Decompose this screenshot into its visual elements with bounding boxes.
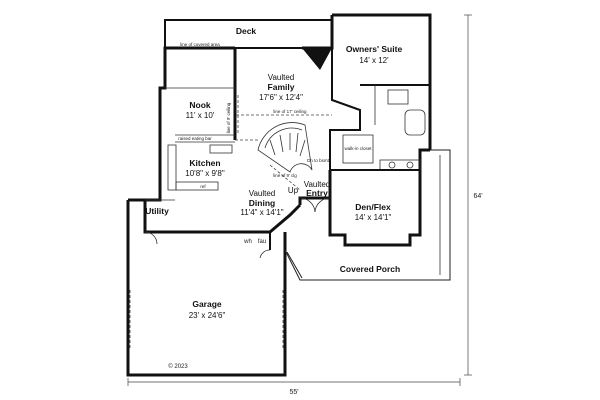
ceiling-lines xyxy=(235,95,332,191)
ref-note: ref xyxy=(200,184,206,189)
raised-bar-note: raised eating bar xyxy=(178,136,212,141)
width-dimension: 55' xyxy=(289,389,298,396)
nook-name: Nook xyxy=(189,100,211,110)
covered-porch-outline xyxy=(284,149,451,281)
dimension-lines xyxy=(127,14,472,386)
garage-dim: 23' x 24'6" xyxy=(189,311,226,320)
wh-note: wh xyxy=(243,239,252,245)
garage-name: Garage xyxy=(192,299,222,309)
ceiling-9-dining-note: line of 9' clg xyxy=(273,173,297,178)
nook-dim: 11' x 10' xyxy=(186,111,215,120)
dining-name: Dining xyxy=(249,198,275,208)
dining-prefix: Vaulted xyxy=(249,189,276,198)
spiral-stair xyxy=(257,122,313,173)
family-dim: 17'6" x 12'4" xyxy=(259,93,303,102)
depth-dimension: 64' xyxy=(473,193,482,200)
den-name: Den/Flex xyxy=(355,202,391,212)
doors xyxy=(144,197,331,259)
dn-note: Dn to bsmt xyxy=(307,158,330,163)
entry-name: Entry xyxy=(306,188,328,198)
kitchen-dim: 10'8" x 9'8" xyxy=(185,169,225,178)
ceiling-9-left-note: line of 9' ceiling xyxy=(226,102,231,133)
den-dim: 14' x 14'1" xyxy=(355,213,392,222)
copyright-note: © 2023 xyxy=(168,363,188,370)
dining-dim: 11'4" x 14'1" xyxy=(240,208,283,217)
walk-in-closet-note: walk-in closet xyxy=(344,146,372,151)
covered-porch-name: Covered Porch xyxy=(340,264,400,274)
exterior-walls xyxy=(126,13,432,377)
owners-suite-dim: 14' x 12' xyxy=(359,56,389,65)
entry-prefix: Vaulted xyxy=(304,180,331,189)
family-prefix: Vaulted xyxy=(268,73,295,82)
owners-suite-name: Owners' Suite xyxy=(346,44,403,54)
family-name: Family xyxy=(268,82,295,92)
garage-details xyxy=(129,290,284,350)
utility-name: Utility xyxy=(145,206,169,216)
kitchen-name: Kitchen xyxy=(189,158,220,168)
deck-label: Deck xyxy=(236,26,257,36)
covered-area-note: line of covered area xyxy=(180,42,220,47)
up-note: Up xyxy=(288,186,299,195)
ceiling-17-note: line of 17' ceiling xyxy=(273,109,307,114)
interior-walls xyxy=(144,48,430,250)
fau-note: fau xyxy=(258,239,266,245)
